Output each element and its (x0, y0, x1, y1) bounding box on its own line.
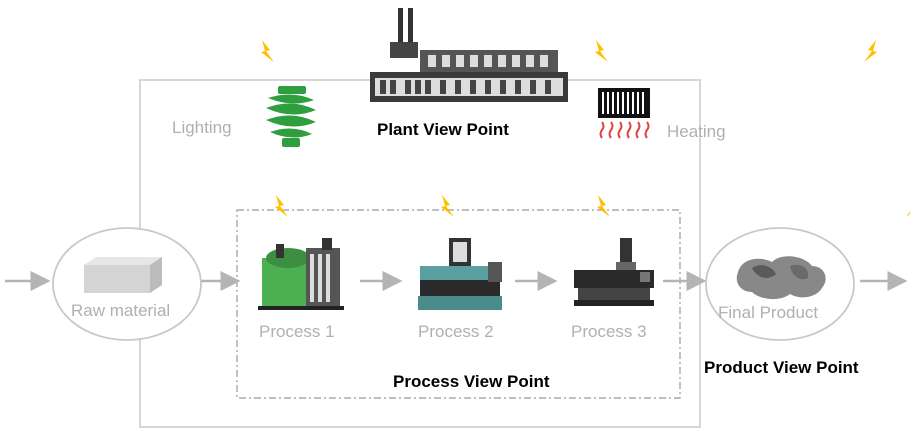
heating-label: Heating (667, 122, 726, 141)
product-view-label: Product View Point (704, 358, 859, 377)
machine-icon (418, 238, 502, 310)
machine-icon (258, 238, 344, 310)
process-view-label: Process View Point (393, 372, 550, 391)
heater-icon (598, 88, 650, 139)
final-product-label: Final Product (718, 303, 819, 322)
lighting-label: Lighting (172, 118, 232, 137)
raw-material-label: Raw material (71, 301, 171, 320)
raw-block-icon (84, 257, 162, 293)
process3-label: Process 3 (571, 322, 647, 341)
lightning-icon (261, 40, 910, 217)
factory-icon (370, 8, 568, 102)
process-boundary (236, 209, 681, 399)
lightbulb-icon (266, 86, 316, 147)
machine-icon (574, 238, 654, 306)
process2-label: Process 2 (418, 322, 494, 341)
process1-label: Process 1 (259, 322, 335, 341)
product-blob-icon (736, 256, 826, 300)
plant-view-label: Plant View Point (377, 120, 509, 139)
